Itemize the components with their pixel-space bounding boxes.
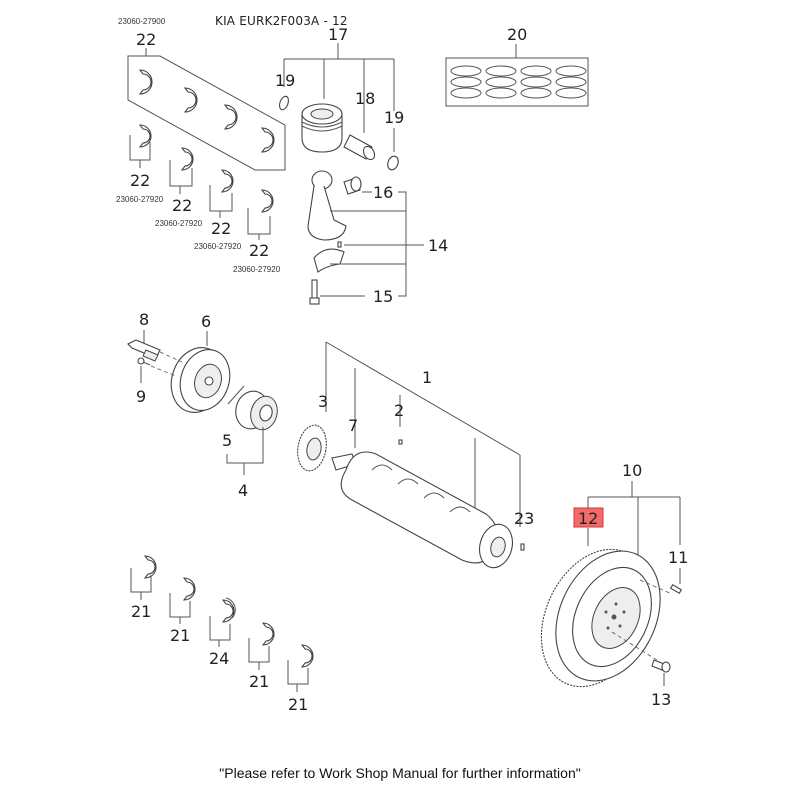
callout-20[interactable]: 20 <box>507 25 527 44</box>
flywheel-bolt-icon <box>651 659 671 673</box>
callout-15[interactable]: 15 <box>373 287 393 306</box>
timing-sprocket-icon <box>235 390 278 431</box>
part-number-23060-27920-c: 23060-27920 <box>194 242 242 251</box>
part-number-23060-27920-d: 23060-27920 <box>233 265 281 274</box>
crank-pulley-group[interactable]: 8 9 6 <box>127 310 237 419</box>
pulley-bolt-icon <box>127 339 161 362</box>
small-end-bushing-icon <box>343 176 362 195</box>
callout-10[interactable]: 10 <box>622 461 642 480</box>
part-number-23060-27920-a: 23060-27920 <box>116 195 164 204</box>
callout-8[interactable]: 8 <box>139 310 149 329</box>
piston-assembly-group[interactable]: 17 19 18 19 <box>275 25 404 171</box>
piston-rings-icon <box>450 65 587 99</box>
callout-19-left[interactable]: 19 <box>275 71 295 90</box>
callout-21-c[interactable]: 21 <box>249 672 269 691</box>
callout-23[interactable]: 23 <box>514 509 534 528</box>
callout-22-top[interactable]: 22 <box>136 30 156 49</box>
highlighted-part-box[interactable] <box>573 507 604 528</box>
callout-21-d[interactable]: 21 <box>288 695 308 714</box>
callout-21-a[interactable]: 21 <box>131 602 151 621</box>
callout-9[interactable]: 9 <box>136 387 146 406</box>
callout-22-c[interactable]: 22 <box>211 219 231 238</box>
bearing-panel-frame <box>127 55 286 171</box>
callout-2[interactable]: 2 <box>394 401 404 420</box>
crankshaft-icon <box>331 451 514 569</box>
callout-4[interactable]: 4 <box>238 481 248 500</box>
connecting-rod-group[interactable]: 16 14 15 <box>307 170 448 306</box>
piston-icon <box>301 103 343 153</box>
callout-16[interactable]: 16 <box>373 183 393 202</box>
callout-1[interactable]: 1 <box>422 368 432 387</box>
callout-22-b[interactable]: 22 <box>172 196 192 215</box>
flywheel-group[interactable]: 10 12 11 13 <box>520 461 688 709</box>
callout-18[interactable]: 18 <box>355 89 375 108</box>
ring-set-frame <box>445 57 589 107</box>
callout-13[interactable]: 13 <box>651 690 671 709</box>
callout-5[interactable]: 5 <box>222 431 232 450</box>
callout-6[interactable]: 6 <box>201 312 211 331</box>
main-bearing-group[interactable]: 21 21 24 21 21 <box>130 555 314 714</box>
snap-ring-icon <box>387 155 399 171</box>
crank-pulley-icon <box>170 347 231 413</box>
connecting-rod-icon <box>307 170 347 273</box>
callout-22-a[interactable]: 22 <box>130 171 150 190</box>
piston-ring-set-group[interactable]: 20 <box>445 25 589 107</box>
rod-bolt-icon <box>309 279 320 305</box>
callout-7[interactable]: 7 <box>348 416 358 435</box>
bearing-shell-icon <box>138 69 275 153</box>
callout-21-b[interactable]: 21 <box>170 626 190 645</box>
callout-17[interactable]: 17 <box>328 25 348 44</box>
bearing-set-22-group[interactable]: 23060-27900 22 <box>118 17 286 171</box>
dowel-icon <box>398 439 403 445</box>
callout-3[interactable]: 3 <box>318 392 328 411</box>
callout-14[interactable]: 14 <box>428 236 448 255</box>
diagram-title: KIA EURK2F003A - 12 <box>215 14 348 28</box>
small-bolt-icon <box>137 357 151 366</box>
workshop-manual-note: "Please refer to Work Shop Manual for fu… <box>219 765 581 781</box>
callout-22-d[interactable]: 22 <box>249 241 269 260</box>
bearing-22-individual-group[interactable]: 22 23060-27920 22 23060-27920 22 23060-2… <box>116 124 281 274</box>
crank-gear-icon <box>297 424 327 472</box>
callout-19-right[interactable]: 19 <box>384 108 404 127</box>
crank-sprocket-group[interactable]: 5 4 <box>222 385 281 500</box>
part-number-23060-27920-b: 23060-27920 <box>155 219 203 228</box>
piston-pin-icon <box>343 134 376 161</box>
snap-ring-icon <box>278 95 290 111</box>
part-number-23060-27900: 23060-27900 <box>118 17 166 26</box>
flywheel-icon <box>540 548 661 688</box>
pin-icon <box>520 543 525 551</box>
dowel-pin-icon <box>669 584 683 594</box>
crankshaft-group[interactable]: 1 3 2 7 23 <box>294 341 534 571</box>
dowel-icon <box>337 241 342 248</box>
callout-12-highlighted[interactable]: 12 <box>578 509 598 528</box>
callout-24[interactable]: 24 <box>209 649 229 668</box>
callout-11[interactable]: 11 <box>668 548 688 567</box>
